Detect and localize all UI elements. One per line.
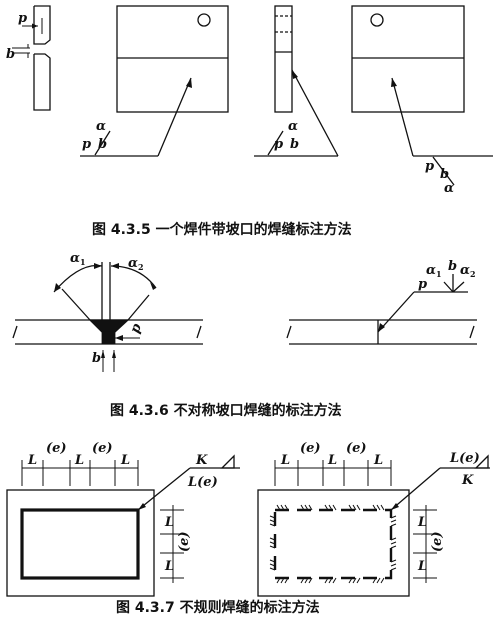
- label-e1-right: (e): [300, 441, 321, 456]
- label-e2-right: (e): [346, 441, 367, 456]
- fig-436-right: [286, 274, 477, 345]
- label-p-b: p: [82, 137, 91, 152]
- label-e-vert-right: (e): [430, 531, 445, 552]
- fig-437-right: [257, 454, 490, 597]
- label-alpha-c: α: [288, 119, 298, 134]
- label-b-a: b: [6, 47, 15, 62]
- label-L3-left: L: [120, 453, 130, 468]
- label-b-b: b: [98, 137, 107, 152]
- fig-435-sketch-c: [254, 5, 339, 157]
- fig-435-sketch-d: [351, 5, 493, 186]
- label-K-right: K: [461, 473, 474, 488]
- label-p-right: p: [418, 277, 427, 292]
- label-e1-left: (e): [46, 441, 67, 456]
- fig-436-left: [12, 262, 203, 372]
- label-p-d: p: [425, 159, 434, 174]
- label-alpha2-left: α2: [128, 256, 144, 272]
- label-alpha1-right: α1: [426, 263, 442, 279]
- fig-435-sketch-a: [12, 5, 51, 111]
- label-L1-right: L: [280, 453, 290, 468]
- label-Le-left: L(e): [187, 475, 218, 490]
- label-e-vert-left: (e): [177, 531, 192, 552]
- label-alpha-b: α: [96, 119, 106, 134]
- label-b-c: b: [290, 137, 299, 152]
- label-alpha1-left: α1: [70, 251, 86, 267]
- label-b-right: b: [448, 259, 457, 274]
- label-L2-right: L: [327, 453, 337, 468]
- label-b-d: b: [440, 167, 449, 182]
- label-L2-left: L: [74, 453, 84, 468]
- label-L-vert-left-2: L: [164, 559, 174, 574]
- label-b-left: b: [92, 351, 101, 366]
- caption-fig-436: 图 4.3.6 不对称坡口焊缝的标注方法: [110, 402, 342, 419]
- label-p-c: p: [274, 137, 283, 152]
- label-p-rotated: p: [128, 322, 145, 336]
- fig-437-left: [6, 454, 240, 597]
- label-K-left: K: [195, 453, 208, 468]
- label-alpha2-right: α2: [460, 263, 476, 279]
- fig-435-sketch-b: [80, 5, 229, 157]
- caption-fig-435: 图 4.3.5 一个焊件带坡口的焊缝标注方法: [92, 221, 352, 238]
- label-p-a: p: [18, 11, 27, 26]
- label-L-vert-left-1: L: [164, 515, 174, 530]
- label-e2-left: (e): [92, 441, 113, 456]
- weld-hatch-ticks: [269, 504, 397, 584]
- label-Le-right: L(e): [449, 451, 480, 466]
- caption-fig-437: 图 4.3.7 不规则焊缝的标注方法: [116, 599, 320, 616]
- label-L-vert-right-2: L: [417, 559, 427, 574]
- label-L1-left: L: [27, 453, 37, 468]
- label-L-vert-right-1: L: [417, 515, 427, 530]
- label-L3-right: L: [373, 453, 383, 468]
- label-alpha-d: α: [444, 181, 454, 196]
